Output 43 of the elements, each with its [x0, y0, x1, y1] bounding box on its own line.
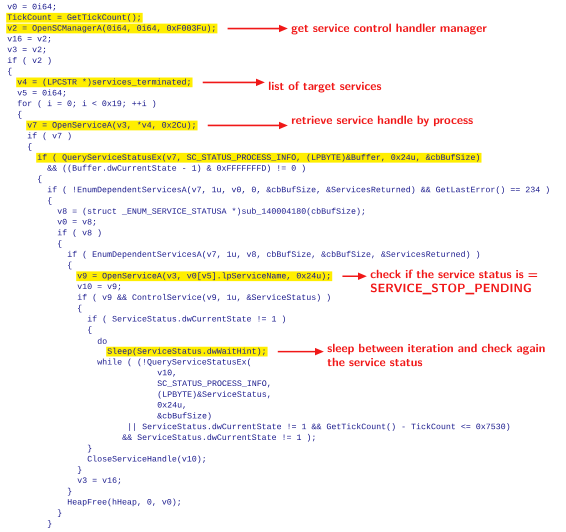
code-line: &cbBufSize) [157, 412, 211, 420]
code-line: v3 = v16; [77, 477, 120, 484]
code-line: if ( EnumDependentServicesA(v7, 1u, v8, cbBufSize, &cbBufSize, &ServicesReturned) ) [68, 250, 480, 259]
annotation-text: sleep between iteration and check again the service status [327, 344, 545, 366]
code-line: if ( !EnumDependentServicesA(v7, 1u, v0, 0, &cbBufSize, &ServicesReturned) && GetLastError() == 234 ) [48, 186, 549, 194]
code-line: { [18, 110, 22, 119]
code-line: && ((Buffer.dwCurrentState - 1) & 0xFFFFFFFD) != 0 ) [47, 164, 305, 172]
code-line: { [38, 175, 42, 184]
code-line: CloseServiceHandle(v10); [88, 455, 205, 464]
code-line: v0 = v8; [57, 218, 96, 226]
code-line: { [48, 197, 52, 205]
code-line: v5 = 0i64; [17, 89, 66, 97]
code-line: } [78, 466, 82, 474]
code-line: v0 = 0i64; [7, 3, 56, 11]
code-line: 0x24u, [158, 402, 185, 409]
code-line: do [98, 338, 107, 344]
code-line: { [28, 143, 32, 151]
code-line: { [88, 326, 92, 334]
code-line: if ( ServiceStatus.dwCurrentState != 1 ) [88, 315, 285, 324]
code-line: (LPBYTE)&ServiceStatus, [158, 390, 270, 399]
annotation-text: retrieve service handle by process [292, 116, 473, 126]
code-line: if ( v9 && ControlService(v9, 1u, &ServiceStatus) ) [78, 294, 330, 302]
code-line: HeapFree(hHeap, 0, v0); [68, 498, 180, 506]
code-line: v10, [157, 370, 175, 377]
code-line: } [88, 444, 92, 452]
code-line: v3 = v2; [7, 46, 46, 54]
code-line: } [48, 520, 52, 528]
code-line: { [68, 262, 72, 270]
annotation-text: get service control handler manager [292, 24, 487, 34]
code-line: { [58, 240, 62, 248]
code-line: { [78, 304, 82, 312]
code-line: || ServiceStatus.dwCurrentState != 1 && GetTickCount() - TickCount <= 0x7530) [129, 423, 510, 431]
code-line: } [68, 488, 72, 496]
code-line: && ServiceStatus.dwCurrentState != 1 ); [122, 434, 315, 442]
annotation-text: list of target services [268, 82, 382, 92]
code-line: if ( v2 ) [8, 56, 51, 65]
annotation-text: check if the service status is = SERVICE_STOP_PENDING [370, 270, 538, 294]
code-line: { [8, 68, 12, 76]
code-line: } [58, 509, 62, 518]
code-line: if ( v8 ) [58, 229, 101, 238]
code-line: v8 = (struct _ENUM_SERVICE_STATUSA *)sub_140004180(cbBufSize); [57, 208, 364, 216]
code-line: for ( i = 0; i < 0x19; ++i ) [18, 100, 156, 108]
code-line: SC_STATUS_PROCESS_INFO, [158, 380, 270, 388]
